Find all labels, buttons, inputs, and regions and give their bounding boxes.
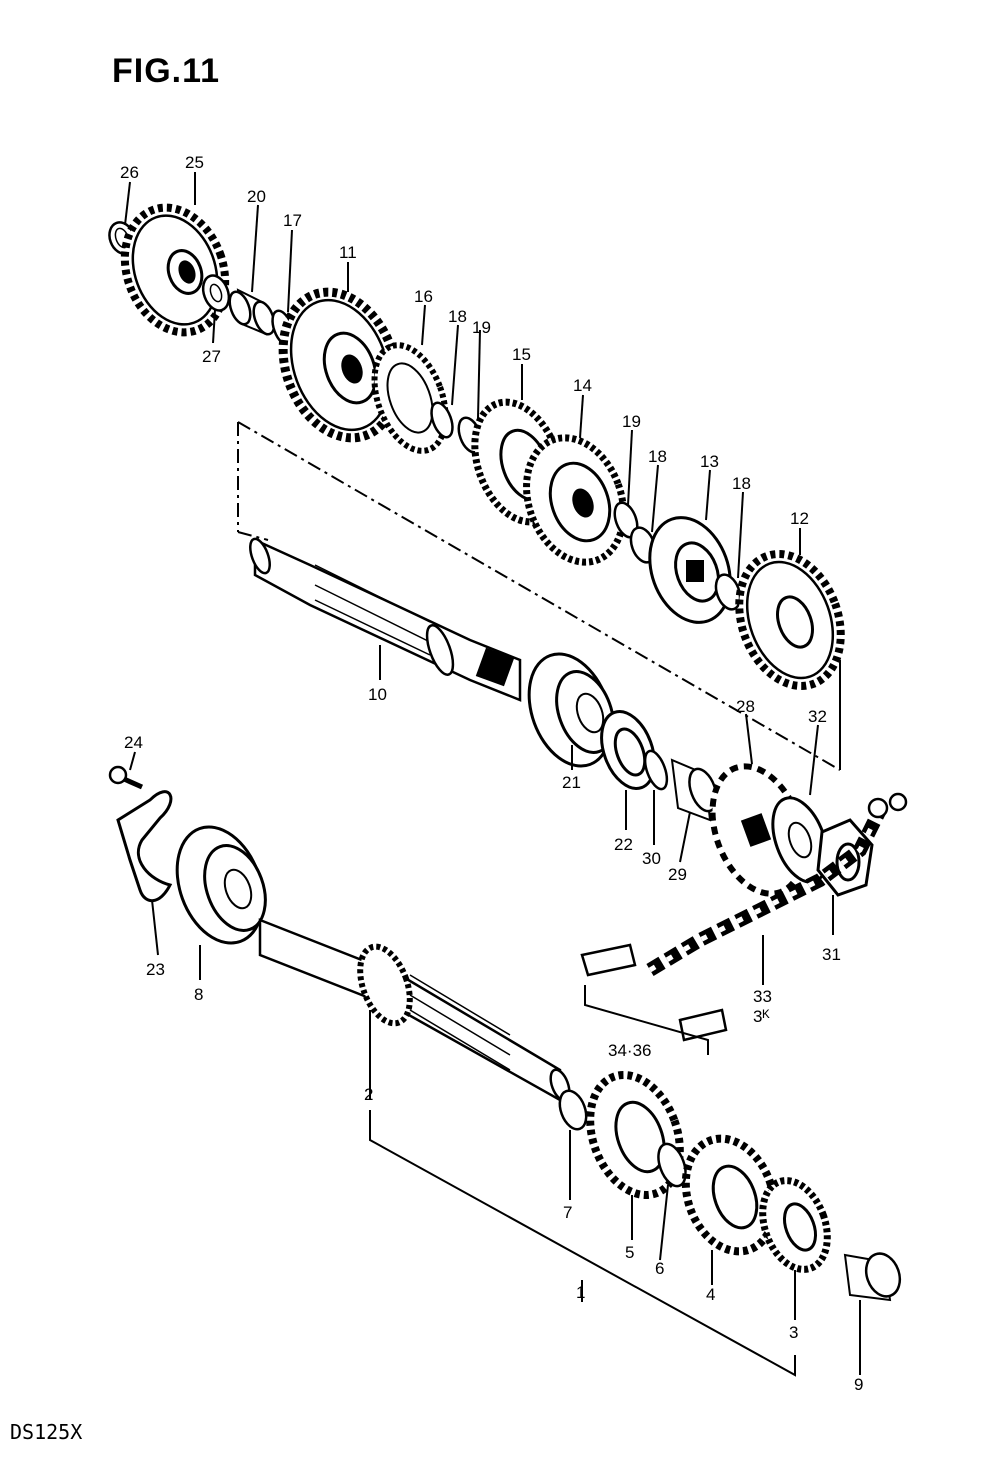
lower-assembly-bracket xyxy=(369,1110,796,1377)
callout-30: 30 xyxy=(642,849,661,868)
callout-18-third: 18 xyxy=(732,474,751,493)
upper-assembly-boundary xyxy=(237,421,841,771)
callout-16: 16 xyxy=(414,287,433,306)
callout-18-second: 18 xyxy=(648,447,667,466)
callout-11: 11 xyxy=(339,243,357,262)
callout-1: 1 xyxy=(576,1283,585,1302)
callout-10: 10 xyxy=(368,685,387,704)
part-27-washer xyxy=(201,274,231,312)
callout-3k: 3ᴷ xyxy=(753,1007,770,1026)
callout-2: 2 xyxy=(364,1085,373,1104)
callout-6: 6 xyxy=(655,1259,664,1278)
part-14-gear xyxy=(523,434,627,566)
callout-5: 5 xyxy=(625,1243,634,1262)
callout-27: 27 xyxy=(202,347,221,366)
part-33-drive-chain xyxy=(646,792,908,977)
callout-28: 28 xyxy=(736,697,755,716)
part-12-gear xyxy=(735,550,845,690)
callout-32: 32 xyxy=(808,707,827,726)
part-24-screw xyxy=(108,765,144,790)
callout-9: 9 xyxy=(854,1375,863,1394)
callout-7: 7 xyxy=(563,1203,572,1222)
callout-25: 25 xyxy=(185,153,204,172)
part-20-bushing xyxy=(228,288,276,336)
part-13-gear xyxy=(648,516,732,624)
part-29-spacer xyxy=(670,758,718,822)
callout-19-second: 19 xyxy=(622,412,641,431)
part-30-o-ring xyxy=(643,749,669,791)
part-5-gear xyxy=(586,1070,684,1200)
callout-15: 15 xyxy=(512,345,531,364)
part-4-gear xyxy=(681,1134,779,1256)
callout-31: 31 xyxy=(822,945,841,964)
part-21-bearing xyxy=(527,652,615,768)
callout-20: 20 xyxy=(247,187,266,206)
part-8-bearing xyxy=(175,825,267,945)
part-7-circlip xyxy=(558,1089,588,1131)
callout-21: 21 xyxy=(562,773,581,792)
callout-4: 4 xyxy=(706,1285,715,1304)
part-9-bushing xyxy=(843,1252,902,1302)
part-22-oil-seal xyxy=(600,710,656,790)
part-10-countershaft xyxy=(249,537,522,702)
callout-24: 24 xyxy=(124,733,143,752)
leader-lines xyxy=(124,172,861,1375)
callout-29: 29 xyxy=(668,865,687,884)
callout-14: 14 xyxy=(573,376,592,395)
callout-19-first: 19 xyxy=(472,318,491,337)
callout-22: 22 xyxy=(614,835,633,854)
callout-17: 17 xyxy=(283,211,302,230)
callout-18-first: 18 xyxy=(448,307,467,326)
model-code: DS125X xyxy=(10,1420,83,1444)
part-11-gear xyxy=(278,287,402,443)
figure-title: FIG.11 xyxy=(112,52,221,90)
part-18a-washer xyxy=(430,401,454,439)
part-34-36-master-link xyxy=(580,943,728,1055)
callout-8: 8 xyxy=(194,985,203,1004)
callout-33: 33 xyxy=(753,987,772,1006)
callout-13: 13 xyxy=(700,452,719,471)
part-6-washer xyxy=(657,1142,687,1188)
part-18c-washer xyxy=(714,573,742,611)
callout-23: 23 xyxy=(146,960,165,979)
part-2-driveshaft xyxy=(258,918,571,1103)
part-3-gear xyxy=(759,1177,831,1273)
part-23-bearing-retainer xyxy=(116,790,173,903)
part-25-gear xyxy=(120,203,230,337)
callout-12: 12 xyxy=(790,509,809,528)
callout-34-36: 34·36 xyxy=(608,1041,651,1060)
part-28-sprocket xyxy=(709,763,807,897)
part-16-gear xyxy=(371,342,449,454)
callout-26: 26 xyxy=(120,163,139,182)
callout-3: 3 xyxy=(789,1323,798,1342)
